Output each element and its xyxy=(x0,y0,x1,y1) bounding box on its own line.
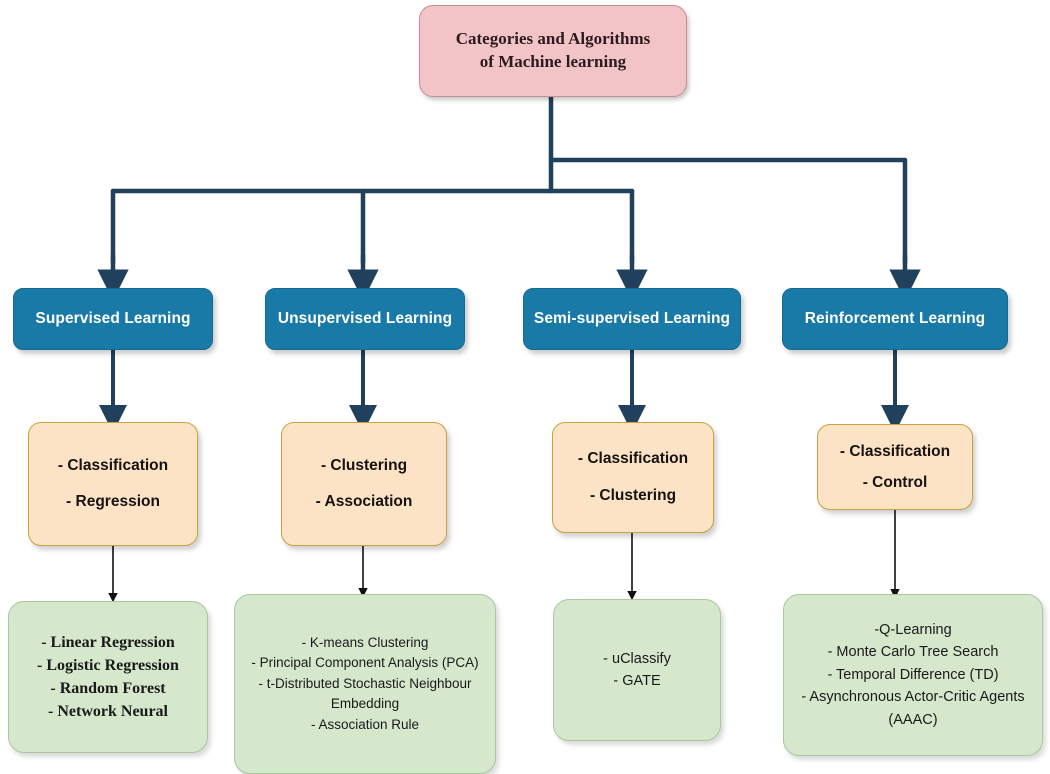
algorithm-item: Embedding xyxy=(330,696,400,712)
algorithm-item: - Association Rule xyxy=(310,716,420,732)
algorithm-item: - GATE xyxy=(613,673,661,689)
algorithm-item: - Principal Component Analysis (PCA) xyxy=(251,655,479,671)
task-node-unsupervised[interactable]: - Clustering - Association xyxy=(281,422,447,546)
task-item: - Association xyxy=(315,493,413,510)
algorithm-item: - Linear Regression xyxy=(41,633,175,651)
category-label: Unsupervised Learning xyxy=(277,310,453,327)
algorithm-item: - Logistic Regression xyxy=(37,656,179,674)
task-item: - Classification xyxy=(57,456,169,474)
category-node-reinforcement[interactable]: Reinforcement Learning xyxy=(782,288,1008,350)
algorithm-item: - t-Distributed Stochastic Neighbour xyxy=(258,675,472,691)
task-list: - Classification - Regression xyxy=(29,448,197,521)
task-item: - Clustering xyxy=(320,456,408,474)
algorithm-item: - Monte Carlo Tree Search xyxy=(827,644,999,661)
category-label: Supervised Learning xyxy=(35,310,191,327)
algorithm-item: - K-means Clustering xyxy=(301,634,429,650)
algorithm-list: -Q-Learning - Monte Carlo Tree Search - … xyxy=(784,619,1042,731)
category-node-semi-supervised[interactable]: Semi-supervised Learning xyxy=(523,288,741,350)
algorithm-node-supervised[interactable]: - Linear Regression - Logistic Regressio… xyxy=(8,601,208,753)
task-item: - Regression xyxy=(66,493,160,510)
root-node[interactable]: Categories and Algorithms of Machine lea… xyxy=(419,5,687,97)
algorithm-list: - K-means Clustering - Principal Compone… xyxy=(235,633,495,736)
bus-wire-right xyxy=(548,157,908,265)
algorithm-node-semi-supervised[interactable]: - uClassify - GATE xyxy=(553,599,721,741)
algorithm-list: - Linear Regression - Logistic Regressio… xyxy=(9,631,207,724)
task-list: - Classification - Clustering xyxy=(553,441,713,514)
algorithm-node-reinforcement[interactable]: -Q-Learning - Monte Carlo Tree Search - … xyxy=(783,594,1043,756)
algorithm-item: (AAAC) xyxy=(888,711,938,728)
algorithm-item: - uClassify xyxy=(603,650,671,667)
task-node-semi-supervised[interactable]: - Classification - Clustering xyxy=(552,422,714,533)
task-list: - Clustering - Association xyxy=(282,448,446,521)
algorithm-item: - Asynchronous Actor-Critic Agents xyxy=(801,689,1025,706)
task-node-reinforcement[interactable]: - Classification - Control xyxy=(817,424,973,510)
task-list: - Classification - Control xyxy=(818,436,972,498)
task-item: - Control xyxy=(862,474,928,491)
category-node-unsupervised[interactable]: Unsupervised Learning xyxy=(265,288,465,350)
algorithm-node-unsupervised[interactable]: - K-means Clustering - Principal Compone… xyxy=(234,594,496,774)
algorithm-item: - Temporal Difference (TD) xyxy=(827,666,999,683)
category-node-supervised[interactable]: Supervised Learning xyxy=(13,288,213,350)
category-label: Reinforcement Learning xyxy=(804,310,986,327)
task-item: - Classification xyxy=(577,450,689,468)
algorithm-item: -Q-Learning xyxy=(874,621,952,638)
algorithm-list: - uClassify - GATE xyxy=(554,648,720,693)
category-label: Semi-supervised Learning xyxy=(533,310,731,327)
task-item: - Clustering xyxy=(589,486,677,504)
task-item: - Classification xyxy=(839,443,951,460)
task-node-supervised[interactable]: - Classification - Regression xyxy=(28,422,198,546)
algorithm-item: - Network Neural xyxy=(48,703,168,721)
root-node-label: Categories and Algorithms of Machine lea… xyxy=(455,29,651,71)
algorithm-item: - Random Forest xyxy=(50,680,166,697)
